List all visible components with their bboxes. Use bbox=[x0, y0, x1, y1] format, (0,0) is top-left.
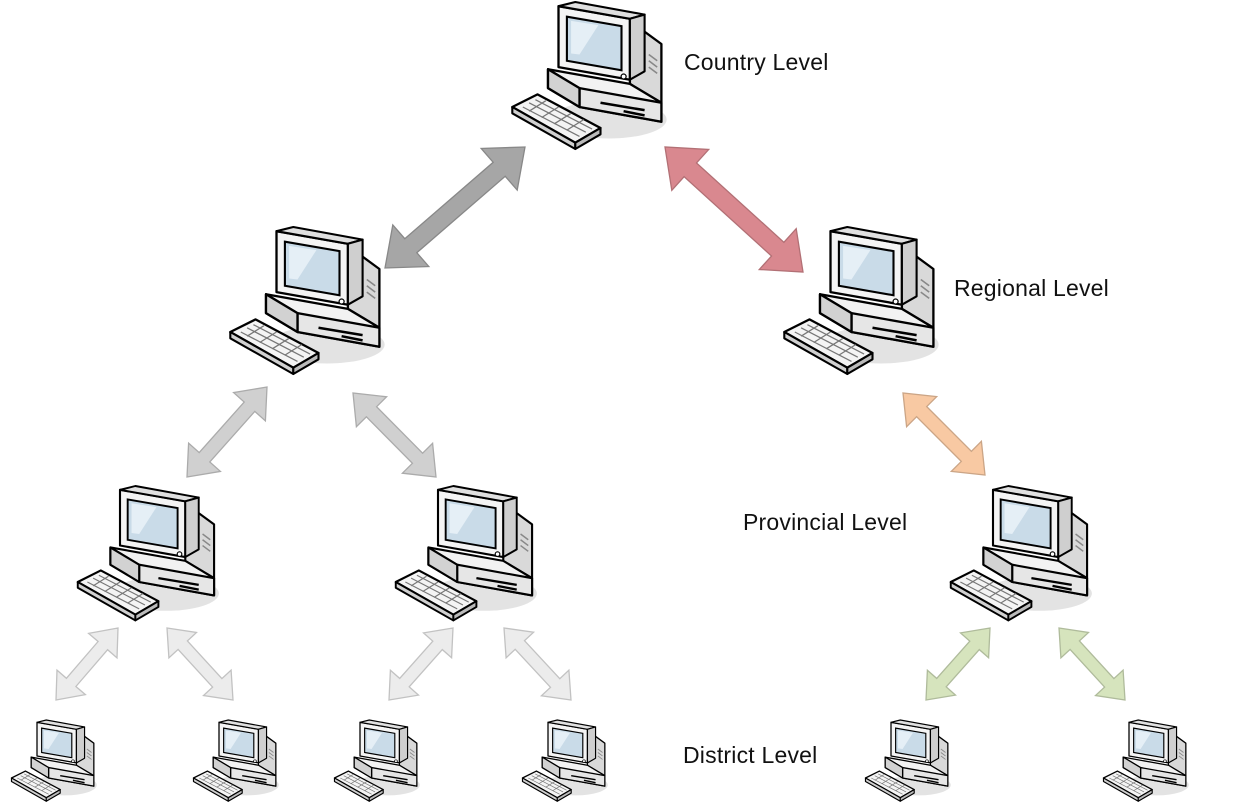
computer-icon-province-2 bbox=[394, 484, 539, 622]
link-arrow-country-to-region-right bbox=[664, 146, 804, 273]
computer-icon-region-left bbox=[229, 225, 386, 376]
country-level-label: Country Level bbox=[684, 49, 829, 75]
link-arrow-province-2-to-district-3 bbox=[388, 627, 454, 701]
link-arrow-province-3-to-district-6 bbox=[1058, 627, 1126, 701]
computers-layer bbox=[10, 0, 1190, 802]
link-arrow-province-3-to-district-5 bbox=[925, 627, 991, 701]
link-arrow-region-right-to-province-3 bbox=[902, 392, 986, 476]
computer-icon-region-right bbox=[783, 225, 940, 376]
link-arrow-country-to-region-left bbox=[384, 146, 526, 269]
computer-icon-district-3 bbox=[333, 719, 421, 802]
computer-icon-district-1 bbox=[10, 719, 98, 802]
computer-icon-province-1 bbox=[76, 484, 221, 622]
computer-icon-province-3 bbox=[949, 484, 1094, 622]
district-level-label: District Level bbox=[683, 742, 818, 768]
link-arrow-province-2-to-district-4 bbox=[503, 627, 572, 701]
computer-icon-country bbox=[511, 0, 668, 151]
computer-icon-district-5 bbox=[864, 719, 952, 802]
link-arrow-province-1-to-district-2 bbox=[166, 627, 234, 701]
link-arrow-region-left-to-province-1 bbox=[186, 386, 268, 478]
link-arrow-province-1-to-district-1 bbox=[55, 627, 119, 701]
computer-icon-district-6 bbox=[1102, 719, 1190, 802]
arrows-layer bbox=[55, 146, 1126, 701]
regional-level-label: Regional Level bbox=[954, 275, 1109, 301]
computer-icon-district-4 bbox=[521, 719, 609, 802]
computer-icon-district-2 bbox=[192, 719, 280, 802]
provincial-level-label: Provincial Level bbox=[743, 509, 908, 535]
link-arrow-region-left-to-province-2 bbox=[352, 392, 437, 478]
